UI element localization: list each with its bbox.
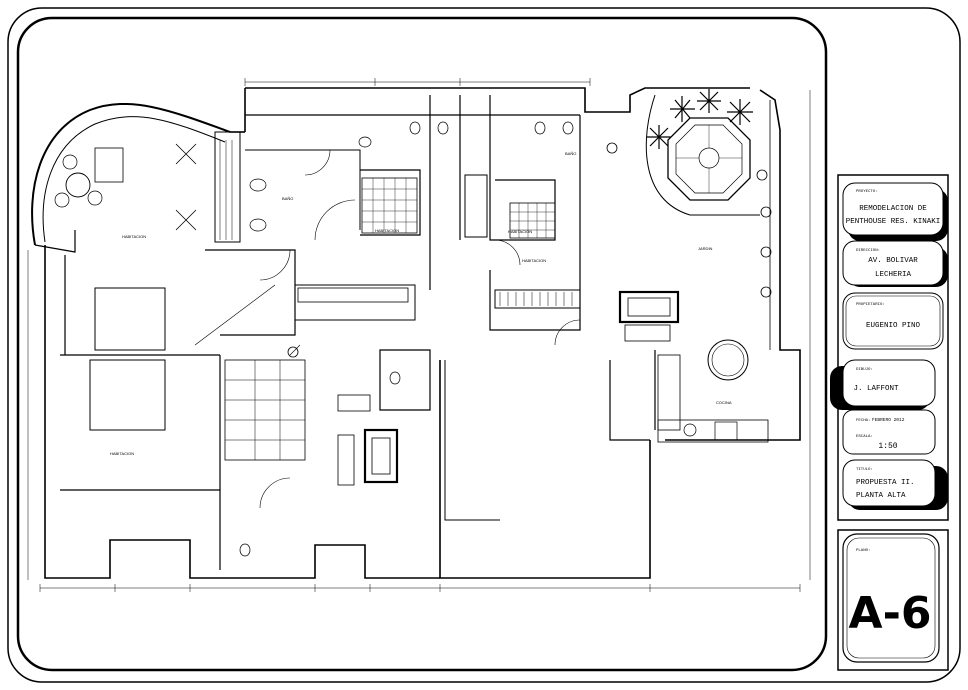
date-value: FEBRERO 2012 [872, 417, 905, 423]
drawn-by-box: DIBUJO: J. LAFFONT [830, 359, 936, 410]
project-label: PROYECTO: [856, 190, 878, 194]
room-label: JARDIN [698, 246, 713, 251]
owner-label: PROPIETARIO: [856, 303, 885, 307]
drawing-frame [16, 16, 828, 672]
room-label: HABITACION [122, 234, 146, 239]
address-line1: AV. BOLIVAR [868, 257, 918, 265]
project-name-line1: REMODELACION DE [859, 205, 927, 213]
dimension-lines [27, 78, 811, 592]
sheet-number-box: PLANO: A-6 [842, 533, 940, 663]
date-label: FECHA: [856, 419, 870, 423]
address-label: DIRECCION: [856, 249, 880, 253]
project-box: PROYECTO: REMODELACION DE PENTHOUSE RES.… [842, 182, 948, 241]
contents-line1: PROPUESTA II. [856, 479, 915, 487]
sheet-number: A-6 [849, 588, 932, 639]
address-box: DIRECCION: AV. BOLIVAR LECHERIA [842, 240, 948, 287]
contents-box: TITULO: PROPUESTA II. PLANTA ALTA [842, 459, 948, 510]
room-label: HABITACION [508, 229, 532, 234]
owner-box: PROPIETARIO: EUGENIO PINO [842, 292, 944, 350]
drawn-by-name: J. LAFFONT [853, 385, 899, 393]
sheet-border-outer [7, 7, 961, 683]
sheet-label: PLANO: [856, 549, 870, 553]
scale-label: ESCALA: [856, 435, 873, 439]
room-labels: HABITACION HABITACION HABITACION HABITAC… [110, 151, 732, 456]
room-label: COCINA [716, 400, 732, 405]
contents-label: TITULO: [856, 468, 873, 472]
owner-name: EUGENIO PINO [866, 322, 921, 330]
scale-value: 1:50 [878, 442, 897, 451]
garden-plants [175, 89, 753, 231]
floor-plan [31, 87, 801, 579]
drawn-by-label: DIBUJO: [856, 368, 873, 372]
room-label: HABITACION [522, 258, 546, 263]
address-line2: LECHERIA [875, 271, 912, 279]
project-name-line2: PENTHOUSE RES. KINAKI [846, 218, 941, 226]
title-block: PROYECTO: REMODELACION DE PENTHOUSE RES.… [830, 174, 949, 671]
contents-line2: PLANTA ALTA [856, 492, 906, 500]
date-scale-box: FECHA: FEBRERO 2012 ESCALA: 1:50 [842, 409, 936, 455]
room-label: BAÑO [282, 196, 293, 201]
room-label: HABITACION [375, 228, 399, 233]
room-label: BAÑO [565, 151, 576, 156]
room-label: HABITACION [110, 451, 134, 456]
